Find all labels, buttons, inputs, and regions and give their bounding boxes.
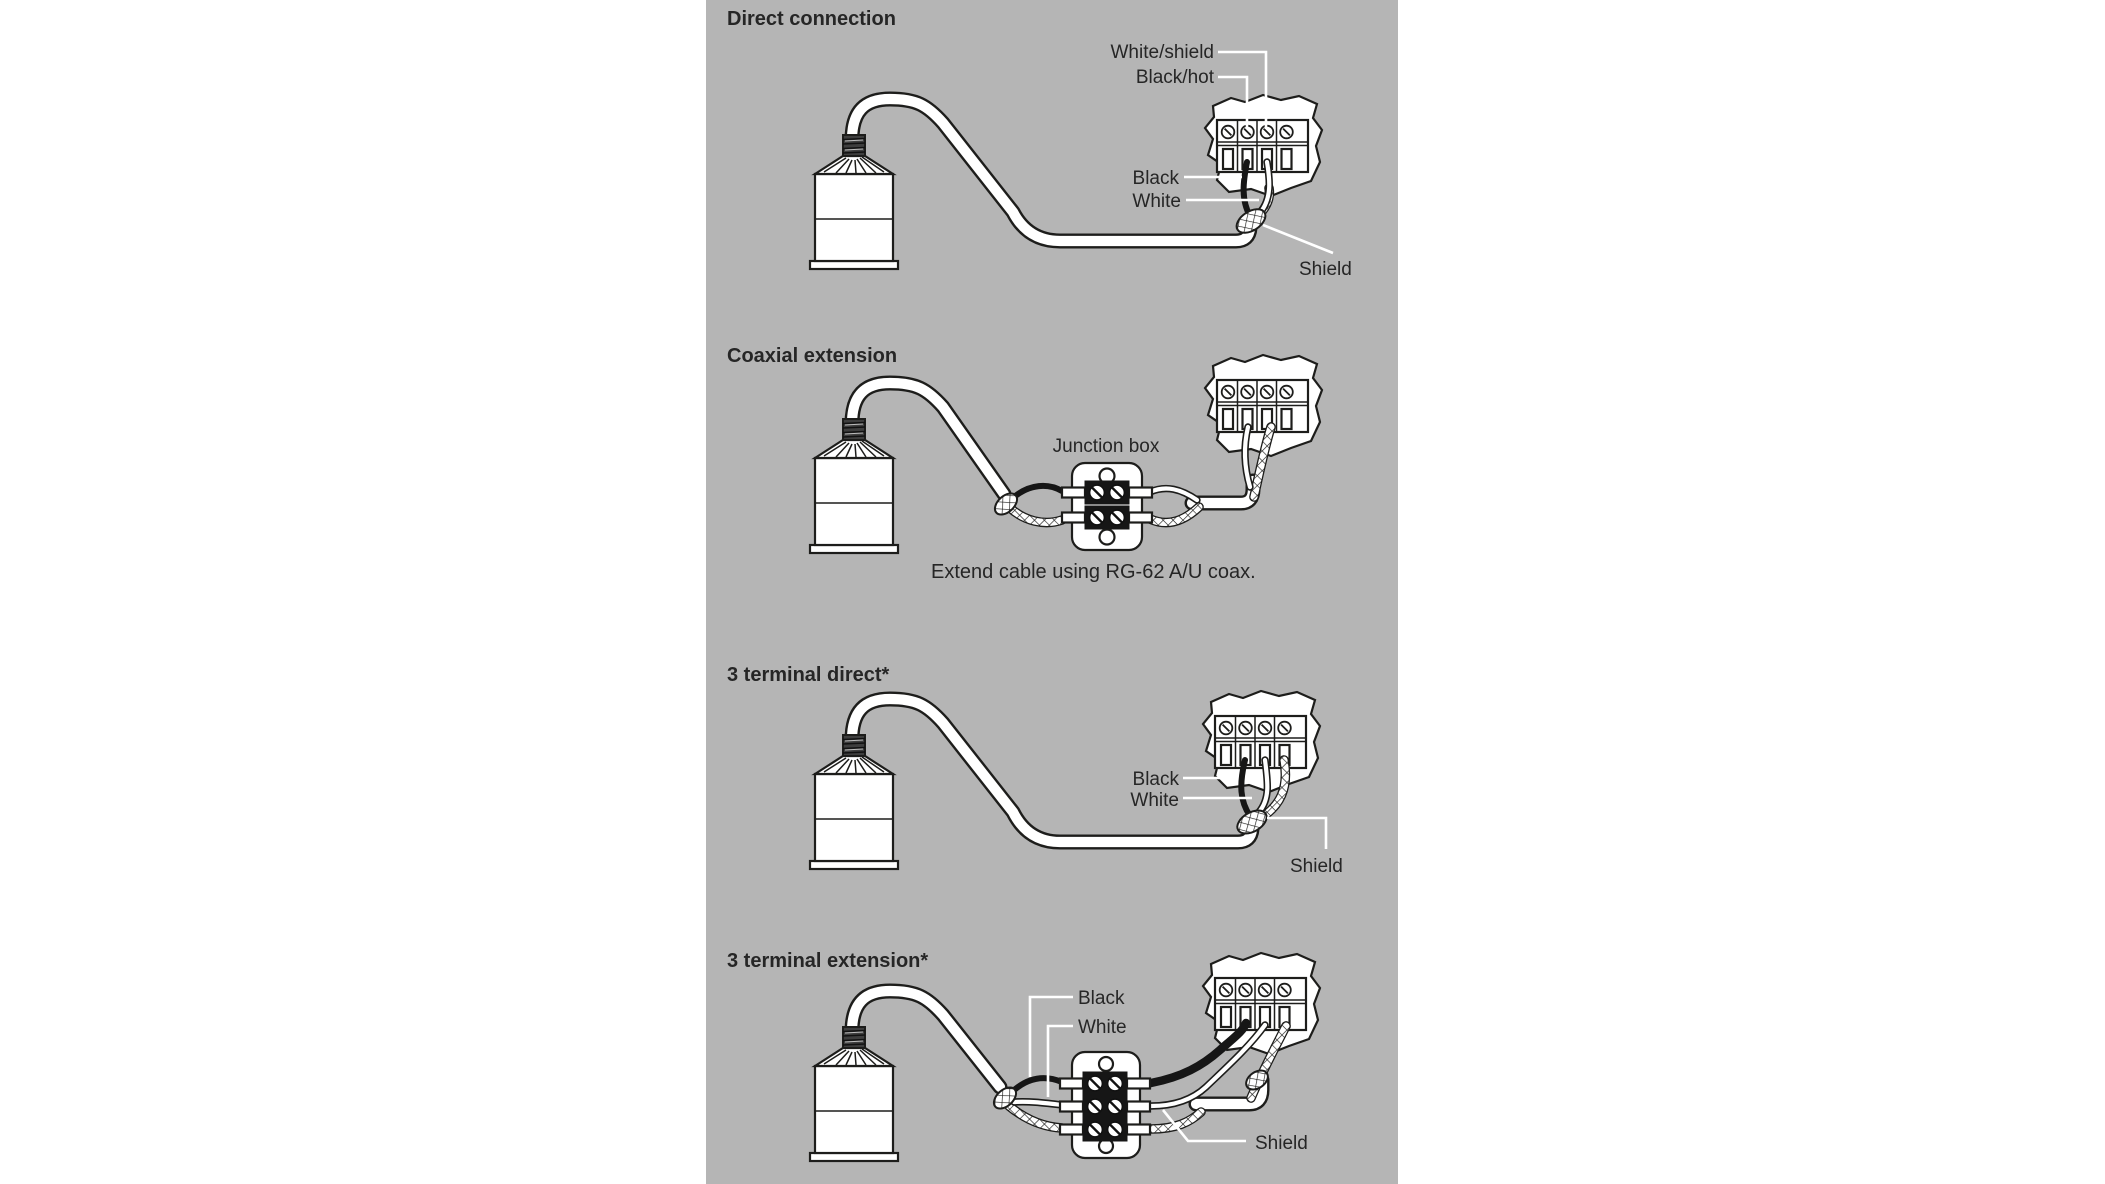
label-black: Black [1078,988,1125,1009]
section-coaxial-extension: Coaxial extension Junction box Extend ca… [727,345,1324,583]
black-wire [1009,1018,1251,1095]
section-title: 3 terminal extension* [727,950,928,972]
shield-braid-right [1145,422,1276,528]
section-3-terminal-direct: 3 terminal direct* Black White Shield [727,664,1343,877]
label-shield: Shield [1255,1133,1308,1154]
label-junction-box: Junction box [1053,436,1160,457]
label-white: White [1130,790,1179,811]
section-direct-connection: Direct connection White/shield Black/hot… [727,8,1352,280]
shield-wrap [1235,208,1267,234]
extension-cable [1188,1072,1270,1112]
black-wire [1011,482,1065,500]
junction-box [1060,1052,1150,1158]
shield-wrap-left [992,1086,1018,1110]
terminal-block [1201,951,1322,1056]
sensor-cable [844,983,1008,1095]
caption: Extend cable using RG-62 A/U coax. [931,561,1256,583]
section-3-terminal-extension: 3 terminal extension* Black White Shield [727,950,1322,1163]
shield-wrap-right [1245,1069,1269,1091]
shield-wrap [993,492,1019,516]
section-title: Coaxial extension [727,345,897,367]
label-white: White [1132,191,1181,212]
terminal-block [1203,93,1324,198]
leader-lines [1028,995,1246,1143]
white-wire [1146,423,1254,504]
transducer [808,417,900,555]
label-black-hot: Black/hot [1136,67,1215,88]
sensor-cable [844,691,1260,850]
diagram-panel: Direct connection White/shield Black/hot… [706,0,1398,1184]
shield-wrap [1236,809,1268,835]
label-shield: Shield [1290,856,1343,877]
label-white-shield: White/shield [1111,42,1215,63]
sensor-cable [844,375,1012,502]
section-title: Direct connection [727,8,896,30]
label-white: White [1078,1017,1127,1038]
label-black: Black [1133,769,1180,790]
sensor-cable [844,91,1258,249]
shield-braid [1004,1021,1291,1134]
leader-lines [1184,50,1334,255]
leader-lines [1183,776,1328,849]
white-wire [1010,1021,1269,1110]
white-wire [1255,756,1272,816]
junction-box [1062,463,1152,550]
white-wire [1256,158,1273,217]
black-wire [1238,757,1253,819]
wiring-diagram: Direct connection White/shield Black/hot… [727,8,1352,1163]
shield-braid-left [1004,502,1067,528]
label-black: Black [1133,168,1180,189]
extension-cable [1184,473,1261,511]
transducer [808,733,900,871]
section-title: 3 terminal direct* [727,664,890,686]
label-shield: Shield [1299,259,1352,280]
transducer [808,133,900,271]
transducer [808,1025,900,1163]
